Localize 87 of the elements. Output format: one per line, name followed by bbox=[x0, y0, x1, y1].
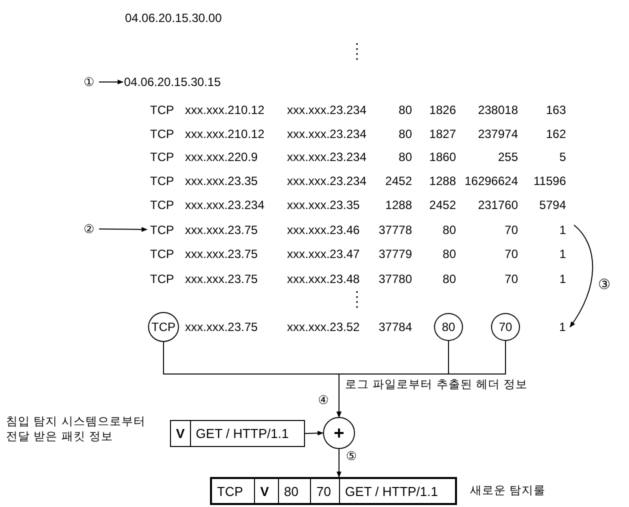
packet-field: GET / HTTP/1.1 bbox=[190, 421, 304, 446]
callout-number: ① bbox=[81, 74, 97, 90]
log-value: TCP bbox=[150, 126, 174, 142]
callout-number: ② bbox=[81, 221, 97, 237]
arrow bbox=[336, 448, 342, 478]
log-value: 11596 bbox=[534, 173, 566, 189]
circled-value: 70 bbox=[491, 313, 520, 341]
log-value: xxx.xxx.23.234 bbox=[185, 197, 264, 213]
log-value: 1 bbox=[559, 222, 566, 238]
log-value: 37784 bbox=[378, 319, 412, 335]
log-value: 237974 bbox=[478, 126, 518, 142]
log-value: 80 bbox=[442, 246, 456, 262]
log-value: 1826 bbox=[429, 102, 456, 118]
log-value: 238018 bbox=[478, 102, 518, 118]
log-value: TCP bbox=[150, 102, 174, 118]
log-value: 5794 bbox=[539, 197, 566, 213]
log-value: 1827 bbox=[429, 126, 456, 142]
log-value: xxx.xxx.23.35 bbox=[287, 197, 360, 213]
plus-circle: + bbox=[323, 417, 355, 449]
log-value: 80 bbox=[442, 271, 456, 287]
log-value: 1 bbox=[558, 319, 567, 335]
log-value: 37780 bbox=[378, 271, 412, 287]
timestamp: 04.06.20.15.30.15 bbox=[124, 74, 228, 90]
edge-label: 로그 파일로부터 추출된 헤더 정보 bbox=[345, 376, 528, 392]
circled-value: 80 bbox=[434, 313, 463, 341]
log-value: xxx.xxx.23.75 bbox=[185, 319, 258, 335]
log-value: 1 bbox=[559, 271, 566, 287]
log-value: xxx.xxx.23.75 bbox=[185, 246, 258, 262]
log-value: 5 bbox=[559, 149, 566, 165]
log-value: xxx.xxx.23.234 bbox=[287, 126, 366, 142]
log-value: xxx.xxx.23.47 bbox=[287, 246, 360, 262]
callout-number: ④ bbox=[318, 392, 329, 408]
note-text: 새로운 탐지룰 bbox=[470, 483, 546, 498]
rule-field: 80 bbox=[278, 479, 310, 503]
rule-field: V bbox=[254, 479, 278, 503]
log-value: 37778 bbox=[378, 222, 412, 238]
log-value: xxx.xxx.23.48 bbox=[287, 271, 360, 287]
arrow bbox=[98, 227, 148, 232]
curved-arrow bbox=[570, 224, 594, 328]
rule-field: GET / HTTP/1.1 bbox=[339, 479, 455, 503]
log-value: 70 bbox=[504, 271, 518, 287]
callout-number: ⑤ bbox=[346, 448, 357, 464]
log-value: 80 bbox=[398, 149, 412, 165]
log-value: 70 bbox=[504, 246, 518, 262]
log-value: 80 bbox=[442, 222, 456, 238]
log-value: 1288 bbox=[429, 173, 456, 189]
log-value: 2452 bbox=[385, 173, 412, 189]
log-value: xxx.xxx.23.234 bbox=[287, 102, 366, 118]
log-value: TCP bbox=[150, 271, 174, 287]
log-value: 255 bbox=[498, 149, 518, 165]
log-value: 163 bbox=[546, 102, 566, 118]
log-value: 37779 bbox=[378, 246, 412, 262]
arrow bbox=[98, 80, 124, 84]
log-value: xxx.xxx.210.12 bbox=[185, 102, 264, 118]
log-value: xxx.xxx.220.9 bbox=[185, 149, 258, 165]
log-value: 162 bbox=[546, 126, 566, 142]
log-value: xxx.xxx.23.35 bbox=[185, 173, 258, 189]
log-value: xxx.xxx.23.75 bbox=[185, 271, 258, 287]
log-value: TCP bbox=[150, 173, 174, 189]
log-value: 1860 bbox=[429, 149, 456, 165]
log-value: 80 bbox=[398, 126, 412, 142]
rule-field: 70 bbox=[310, 479, 340, 503]
log-value: 2452 bbox=[429, 197, 456, 213]
log-value: 16296624 bbox=[464, 173, 518, 189]
arrow bbox=[336, 340, 506, 418]
log-value: 1288 bbox=[385, 197, 412, 213]
log-value: 70 bbox=[504, 222, 518, 238]
arrow bbox=[304, 430, 324, 436]
log-value: xxx.xxx.23.234 bbox=[287, 173, 366, 189]
log-value: xxx.xxx.23.75 bbox=[185, 222, 258, 238]
log-value: 231760 bbox=[478, 197, 518, 213]
log-value: TCP bbox=[150, 197, 174, 213]
log-value: xxx.xxx.23.46 bbox=[287, 222, 360, 238]
log-value: 1 bbox=[559, 246, 566, 262]
log-value: xxx.xxx.23.234 bbox=[287, 149, 366, 165]
log-value: TCP bbox=[150, 246, 174, 262]
packet-field: V bbox=[171, 421, 190, 446]
circled-value: TCP bbox=[148, 312, 179, 342]
log-value: 80 bbox=[398, 102, 412, 118]
timestamp: 04.06.20.15.30.00 bbox=[125, 10, 222, 26]
rule-field: TCP bbox=[212, 479, 254, 503]
packet-box bbox=[170, 420, 305, 447]
log-value: xxx.xxx.210.12 bbox=[185, 126, 264, 142]
log-value: TCP bbox=[150, 149, 174, 165]
note-text: 침입 탐지 시스템으로부터 전달 받은 패킷 정보 bbox=[6, 414, 146, 444]
log-value: xxx.xxx.23.52 bbox=[287, 319, 360, 335]
log-value: TCP bbox=[150, 222, 174, 238]
